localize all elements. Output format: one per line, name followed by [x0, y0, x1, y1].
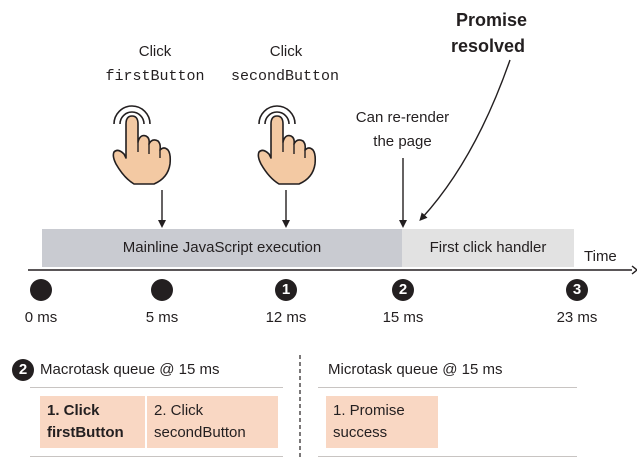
- marker-15ms-label: 15 ms: [382, 309, 424, 326]
- macrotask-item-2: 2. Click secondButton: [147, 396, 278, 448]
- macrotask-queue-title: Macrotask queue @ 15 ms: [40, 361, 220, 378]
- microtask-item-1-line1: 1. Promise: [333, 402, 405, 419]
- marker-0ms-label: 0 ms: [24, 309, 58, 326]
- marker-12ms-label: 12 ms: [265, 309, 307, 326]
- macrotask-item-1-line2: firstButton: [47, 424, 124, 441]
- time-axis-label: Time: [584, 248, 617, 265]
- macrotask-item-1-line1: 1. Click: [47, 402, 100, 419]
- microtask-top-rule: [318, 387, 577, 388]
- microtask-item-1-line2: success: [333, 424, 388, 441]
- marker-15ms: 2: [392, 279, 414, 301]
- tap-hand-icon: [257, 105, 317, 185]
- click-first-label: Click: [138, 43, 172, 60]
- click-second-label: Click: [269, 43, 303, 60]
- tap-hand-icon: [112, 105, 172, 185]
- macrotask-badge: 2: [12, 359, 34, 381]
- marker-23ms: 3: [566, 279, 588, 301]
- mainline-execution-bar: Mainline JavaScript execution: [42, 229, 402, 267]
- marker-5ms-label: 5 ms: [145, 309, 179, 326]
- promise-resolved-line1: Promise: [456, 10, 528, 30]
- arrow-promise: [419, 59, 511, 221]
- macrotask-item-2-line1: 2. Click: [154, 402, 204, 419]
- macrotask-item-1: 1. Click firstButton: [40, 396, 145, 448]
- click-second-code: secondButton: [230, 68, 340, 85]
- click-first-code: firstButton: [105, 68, 205, 85]
- rerender-line2: the page: [373, 133, 432, 150]
- macrotask-item-2-line2: secondButton: [154, 424, 246, 441]
- microtask-item-1: 1. Promise success: [326, 396, 438, 448]
- first-click-handler-bar: First click handler: [402, 229, 574, 267]
- promise-resolved-line2: resolved: [451, 36, 526, 56]
- microtask-queue-title: Microtask queue @ 15 ms: [328, 361, 503, 378]
- marker-5ms: [151, 279, 173, 301]
- macrotask-bottom-rule: [30, 456, 283, 457]
- rerender-line1: Can re-render: [355, 109, 450, 126]
- marker-0ms: [30, 279, 52, 301]
- marker-23ms-label: 23 ms: [556, 309, 598, 326]
- marker-12ms: 1: [275, 279, 297, 301]
- macrotask-top-rule: [30, 387, 283, 388]
- microtask-bottom-rule: [318, 456, 577, 457]
